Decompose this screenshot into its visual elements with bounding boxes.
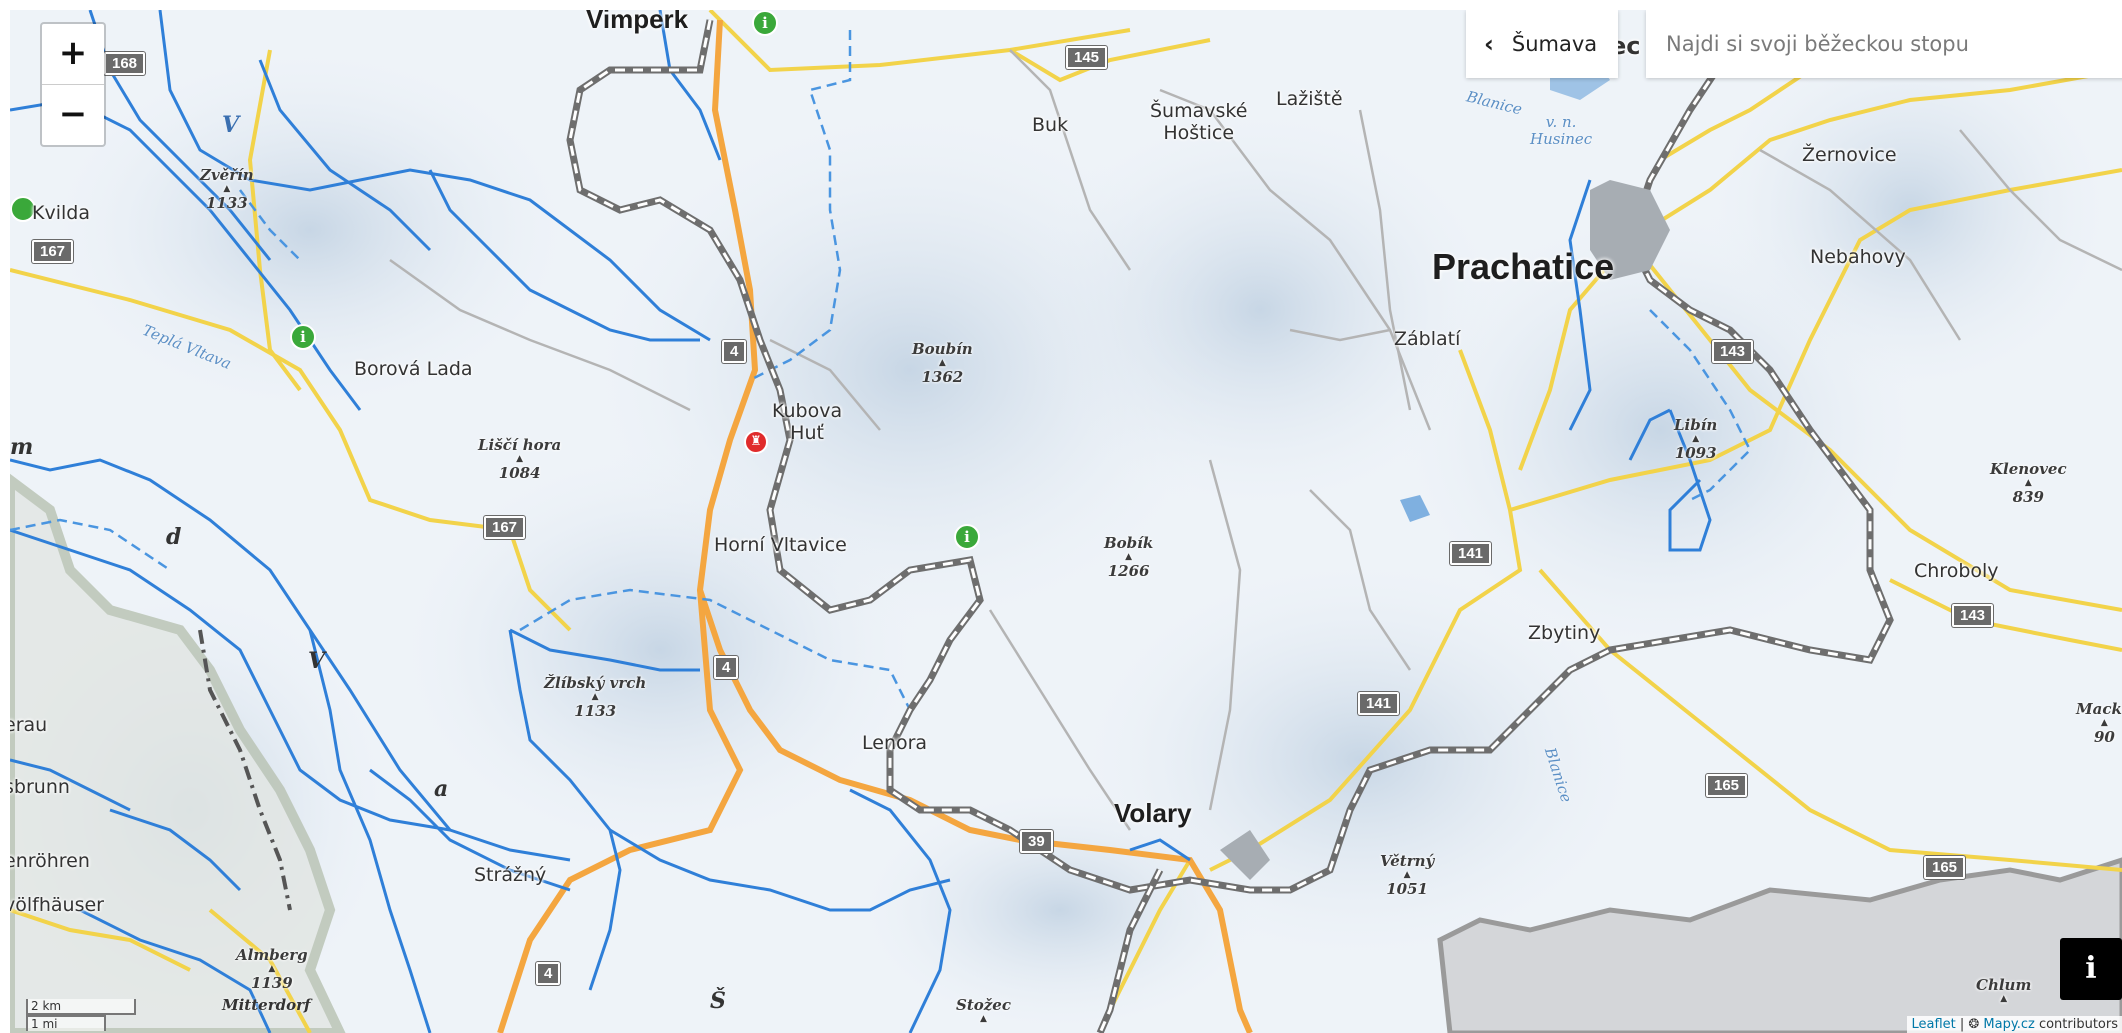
place-sbrunn[interactable]: sbrunn [10,776,70,798]
peak-label[interactable]: Libín▲1093 [1674,416,1718,462]
info-icon[interactable]: i [752,10,778,36]
peak-label[interactable]: Zvěřín▲1133 [200,166,254,212]
place-nebahovy[interactable]: Nebahovy [1810,246,1906,268]
road-shield: 165 [1706,774,1748,797]
river-letter: V [308,648,326,674]
river-letter: V [222,112,240,138]
scale-mi: 1 mi [26,1015,106,1031]
place-horni-vltavice[interactable]: Horní Vltavice [714,534,847,556]
peak-label[interactable]: Žlíbský vrch▲1133 [544,674,647,720]
road-shield: 141 [1450,542,1492,565]
info-icon[interactable] [10,196,36,222]
river-letter: a [434,776,449,802]
zoom-control: + − [40,22,106,147]
place-enrohren[interactable]: enröhren [10,850,90,872]
river-letter: d [166,524,182,550]
mapy-logo-icon: ❂ [1968,1017,1984,1032]
place-strazny[interactable]: Strážný [474,864,547,886]
road-shield: 143 [1712,340,1754,363]
place-zbytiny[interactable]: Zbytiny [1528,622,1601,644]
place-borova-lada[interactable]: Borová Lada [354,358,473,380]
place-vimperk[interactable]: Vimperk [586,10,689,34]
peak-label[interactable]: Stožec▲ [956,996,1011,1024]
peak-label[interactable]: Větrný▲1051 [1380,852,1435,898]
chevron-left-icon: ‹ [1484,30,1494,58]
place-kvilda[interactable]: Kvilda [32,202,90,224]
road-shield: 4 [714,656,739,679]
place-lenora[interactable]: Lenora [862,732,928,754]
road-shield: 39 [1020,830,1053,853]
place-chroboly[interactable]: Chroboly [1914,560,1999,582]
info-icon[interactable]: i [954,524,980,550]
place-kubova-hut[interactable]: Kubova Huť [772,400,843,444]
place-prachatice[interactable]: Prachatice [1432,246,1615,287]
place-zablati[interactable]: Záblatí [1394,328,1461,350]
place-mitterdorf: Mitterdorf [222,996,311,1014]
mapy-link[interactable]: Mapy.cz [1983,1017,2035,1032]
peak-label[interactable]: Klenovec▲839 [1990,460,2067,506]
attribution-contributors: contributors [2034,1017,2118,1032]
terrain-shading [10,30,2110,1030]
back-button-label: Šumava [1511,32,1598,56]
zoom-in-button[interactable]: + [58,33,88,73]
scale-bar: 2 km 1 mi [26,999,136,1031]
river-letter: m [10,434,34,460]
road-shield: 168 [104,52,146,75]
map-canvas[interactable]: 168 167 145 4 167 4 39 4 141 141 143 143… [10,10,2122,1033]
attribution-separator: | [1955,1017,1969,1032]
place-volfhauser[interactable]: völfhäuser [10,894,104,916]
peak-label[interactable]: Boubín▲1362 [912,340,973,386]
back-button[interactable]: ‹ Šumava [1466,10,1618,78]
place-volary[interactable]: Volary [1114,798,1192,828]
road-shield: 165 [1924,856,1966,879]
info-icon[interactable]: i [290,324,316,350]
peak-label[interactable]: Almberg▲1139 [236,946,308,992]
map-base-layer [10,10,2122,1033]
peak-label[interactable]: Liščí hora▲1084 [478,436,562,482]
castle-icon[interactable]: ♜ [744,430,768,454]
road-shield: 143 [1952,604,1994,627]
place-buk[interactable]: Buk [1032,114,1069,136]
peak-label[interactable]: Bobík▲1266 [1104,534,1154,580]
road-shield: 145 [1066,46,1108,69]
zoom-out-button[interactable]: − [42,84,104,145]
road-shield: 141 [1358,692,1400,715]
leaflet-link[interactable]: Leaflet [1911,1017,1956,1032]
place-erau[interactable]: erau [10,714,48,736]
info-button[interactable]: i [2060,938,2122,1000]
place-sumavske-hostice[interactable]: Šumavské Hoštice [1150,100,1248,144]
peak-label[interactable]: Chlum▲ [1976,976,2032,1004]
road-shield: 4 [722,340,747,363]
place-zernovice[interactable]: Žernovice [1802,144,1897,166]
attribution: Leaflet | ❂ Mapy.cz contributors [1907,1016,2122,1033]
scale-km: 2 km [26,999,136,1015]
river-letter: Š [710,988,726,1014]
peak-label[interactable]: Macků▲90 [2076,700,2122,746]
place-laziste[interactable]: Lažiště [1276,88,1343,110]
lake-label: v. n. Husinec [1530,113,1593,148]
road-shield: 167 [32,240,74,263]
search-input[interactable] [1646,10,2122,78]
road-shield: 167 [484,516,526,539]
road-shield: 4 [536,962,561,985]
